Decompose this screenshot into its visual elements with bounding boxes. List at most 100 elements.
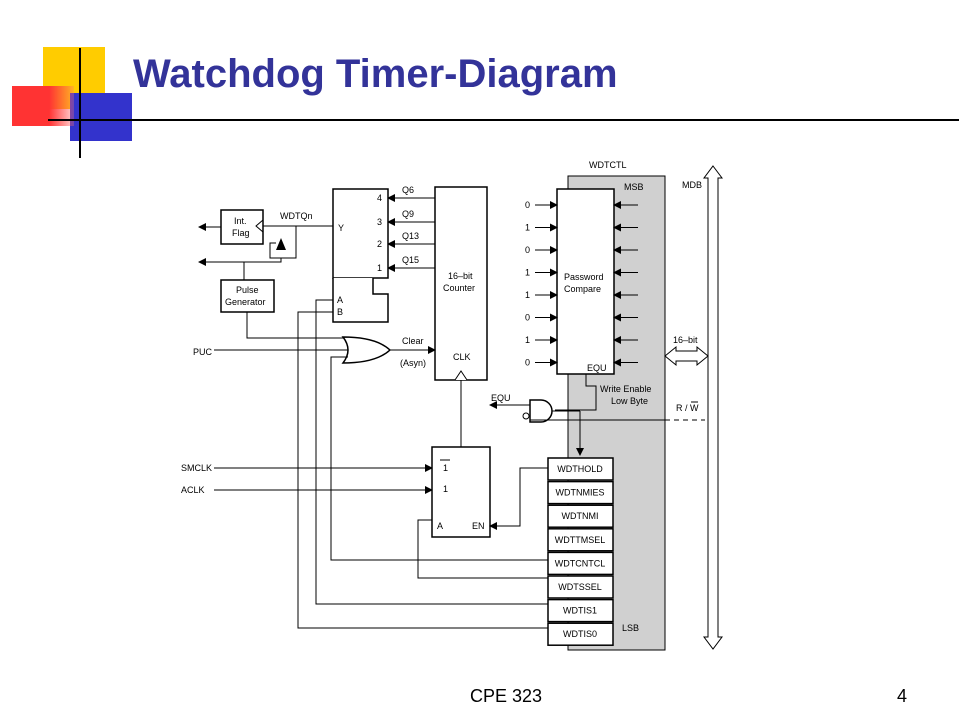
register-field-wdtnmies: WDTNMIES	[556, 488, 605, 498]
write-enable-line1: Write Enable	[600, 384, 651, 394]
wdtctl-label: WDTCTL	[589, 160, 627, 170]
password-bit-inputs: 0 1 0 1 1 0 1 0	[525, 200, 558, 368]
int-flag-line2: Flag	[232, 228, 250, 238]
register-field-wdtis1: WDTIS1	[563, 606, 597, 616]
wire-pulsegen-input	[198, 258, 282, 266]
mux-input-numbers: 4 3 2 1	[377, 193, 382, 273]
tap-label-q13: Q13	[402, 231, 419, 241]
register-field-box	[547, 528, 614, 552]
tap-label-q15: Q15	[402, 255, 419, 265]
wire-equ-to-and	[555, 374, 597, 411]
register-field-wdtis0: WDTIS0	[563, 629, 597, 639]
int-flag-block	[220, 209, 264, 245]
write-enable-line2: Low Byte	[611, 396, 648, 406]
and-gate	[529, 399, 553, 423]
counter-line2: Counter	[443, 283, 475, 293]
password-bit-6: 1	[525, 335, 530, 345]
slide-title: Watchdog Timer-Diagram	[133, 52, 618, 96]
counter-clk-label: CLK	[453, 352, 471, 362]
tap-label-q6: Q6	[402, 185, 414, 195]
or-gate	[341, 336, 392, 364]
wire-wdtssel-to-clkmux	[417, 519, 548, 579]
mux-input-4: 4	[377, 193, 382, 203]
rw-label: R / W	[676, 403, 699, 413]
mux-input-3: 3	[377, 217, 382, 227]
msb-label: MSB	[624, 182, 644, 192]
password-bit-0: 0	[525, 200, 530, 210]
register-field-wdtssel: WDTSSEL	[558, 582, 602, 592]
wdtqn-label: WDTQn	[280, 211, 313, 221]
register-field-wdtnmi: WDTNMI	[562, 511, 599, 521]
counter-line1: 16–bit	[448, 271, 473, 281]
password-bit-7: 0	[525, 358, 530, 368]
clock-mux-input2: 1	[443, 484, 448, 494]
edge-trigger-symbol	[269, 242, 297, 259]
mdb-bus-arrow	[703, 165, 723, 650]
counter-clear-label: Clear	[402, 336, 424, 346]
password-bit-1: 1	[525, 223, 530, 233]
mux-select-b: B	[337, 307, 343, 317]
password-compare-line2: Compare	[564, 284, 601, 294]
mux-output-y: Y	[338, 223, 344, 233]
register-field-wdthold: WDTHOLD	[557, 464, 603, 474]
wire-wdthold-to-en	[489, 467, 548, 530]
password-compare-equ: EQU	[587, 363, 607, 373]
footer-course: CPE 323	[470, 686, 543, 706]
register-field-box	[547, 480, 614, 505]
clock-mux-input1: 1	[443, 463, 448, 473]
clock-source-aclk: ACLK	[181, 485, 205, 495]
password-compare-line1: Password	[564, 272, 604, 282]
clock-mux-enable: EN	[472, 521, 485, 531]
mux-input-2: 2	[377, 239, 382, 249]
register-field-box	[547, 575, 614, 599]
mdb-to-compare-arrows	[613, 201, 638, 367]
clock-mux-block	[431, 446, 491, 538]
pulse-gen-line1: Pulse	[236, 285, 259, 295]
register-field-box	[547, 598, 614, 623]
watchdog-block-diagram: WDTCTL MDB 16–bit Password Compare EQU M…	[181, 160, 723, 651]
edge-trigger-arrow	[276, 238, 286, 250]
password-bit-2: 0	[525, 245, 530, 255]
and-output-equ-label: EQU	[491, 393, 511, 403]
clock-source-smclk: SMCLK	[181, 463, 212, 473]
pulse-generator-block	[220, 279, 275, 313]
mux-select-block	[332, 278, 389, 323]
mux-select-a: A	[337, 295, 343, 305]
puc-label: PUC	[193, 347, 213, 357]
password-bit-5: 0	[525, 313, 530, 323]
wire-wdtcntcl-to-or	[330, 356, 548, 561]
int-flag-clock-triangle	[255, 219, 264, 233]
wire-wdtis0-to-mux-b	[297, 311, 548, 629]
pulse-gen-line2: Generator	[225, 297, 266, 307]
counter-clk-triangle	[454, 370, 468, 381]
16bit-bus-label: 16–bit	[673, 335, 698, 345]
register-field-box	[547, 457, 614, 481]
deco-horizontal-line	[48, 119, 959, 121]
register-field-box	[547, 504, 614, 528]
password-bit-3: 1	[525, 268, 530, 278]
clock-source-inputs: SMCLK ACLK	[181, 463, 433, 495]
rw-w-label: W	[690, 403, 699, 413]
int-flag-line1: Int.	[234, 216, 247, 226]
and-gate-inverter-bubble	[522, 412, 530, 420]
tap-mux	[332, 188, 389, 279]
wire-pulsegen-to-or	[246, 312, 348, 339]
mdb-label: MDB	[682, 180, 702, 190]
wire-wdtis1-to-mux-a	[315, 299, 548, 605]
register-field-box	[547, 551, 614, 576]
mux-input-1: 1	[377, 263, 382, 273]
counter-async-label: (Asyn)	[400, 358, 426, 368]
rw-slash: /	[683, 403, 691, 413]
16bit-bus-arrow	[664, 345, 709, 367]
register-field-box	[547, 622, 614, 646]
register-field-wdtcntcl: WDTCNTCL	[555, 558, 606, 568]
clock-mux-select-a: A	[437, 521, 443, 531]
lsb-label: LSB	[622, 623, 639, 633]
rw-r-label: R	[676, 403, 683, 413]
deco-vertical-line	[79, 48, 81, 158]
password-bit-4: 1	[525, 290, 530, 300]
tap-label-q9: Q9	[402, 209, 414, 219]
register-fields: WDTHOLDWDTNMIESWDTNMIWDTTMSELWDTCNTCLWDT…	[547, 457, 614, 646]
16bit-counter	[434, 186, 488, 381]
